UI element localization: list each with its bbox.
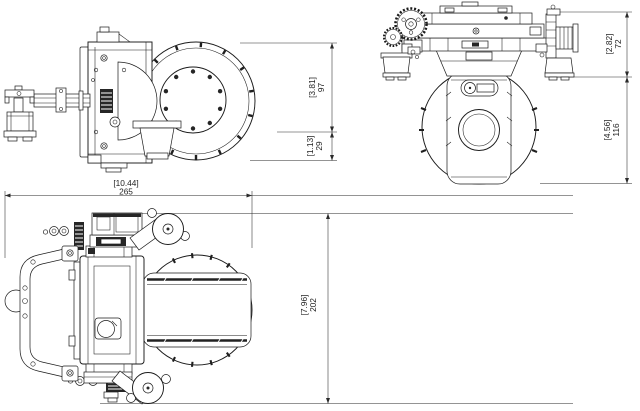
side-upper-dim-inches: [3.81]	[307, 77, 317, 98]
top-depth-dim-mm: 202	[308, 298, 318, 312]
lens-inner-ring	[462, 113, 496, 147]
mount-arm	[33, 87, 91, 113]
front-lower-dim-inches: [4.56]	[602, 120, 612, 141]
vibration-damper	[3, 85, 37, 142]
dimension-lines	[4, 11, 632, 404]
front-upper-dim-mm: 72	[613, 39, 623, 49]
top-view	[4, 208, 253, 405]
front-view	[380, 1, 579, 185]
ball-top-marks	[171, 253, 231, 367]
carry-handle	[4, 245, 79, 382]
dimension-labels: [3.81] 97 [1.13] 29 [2.82] 72 [4.56] 116…	[113, 34, 623, 316]
dimension-arrows	[5, 12, 629, 404]
ball-bottom-bracket	[132, 120, 182, 160]
side-connector-block	[74, 222, 84, 250]
camera-ball-side	[159, 66, 227, 134]
center-column	[42, 212, 145, 403]
ring-screw-marks	[150, 42, 254, 160]
side-lower-dim-inches: [1.13]	[305, 136, 315, 157]
yoke-and-mount-plates	[401, 1, 551, 77]
top-sensor-slot	[460, 79, 499, 97]
ball-top-panel	[142, 272, 252, 348]
ball-edge-marks	[419, 107, 539, 153]
side-lower-dim-mm: 29	[314, 141, 324, 151]
front-upper-dim-inches: [2.82]	[604, 34, 614, 55]
drive-gear-small	[382, 26, 404, 48]
top-width-dim-mm: 265	[119, 187, 133, 197]
side-view	[3, 26, 256, 173]
left-damper-foot	[380, 43, 421, 81]
top-motor-block	[91, 212, 143, 236]
yaw-body	[79, 26, 158, 173]
roller-damper-bottom	[83, 370, 171, 405]
lens-opening	[458, 109, 500, 151]
roller-damper-top	[129, 208, 190, 251]
pitch-motor-face	[117, 61, 158, 141]
side-upper-dim-mm: 97	[316, 83, 326, 93]
right-motor-assembly	[535, 4, 579, 81]
top-width-dim-inches: [10.44]	[113, 178, 138, 188]
top-depth-dim-inches: [7.96]	[299, 295, 309, 316]
front-lower-dim-mm: 116	[611, 123, 621, 137]
